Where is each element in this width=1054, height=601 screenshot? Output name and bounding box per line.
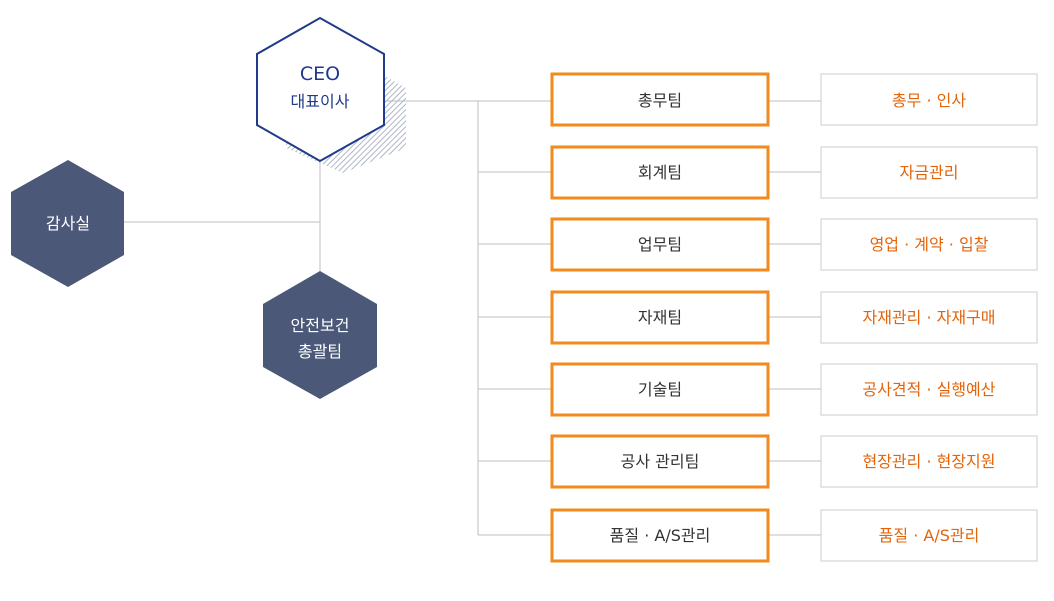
team-name: 공사 관리팀	[621, 452, 700, 471]
team-name: 회계팀	[638, 163, 682, 182]
team-row: 기술팀 공사견적 · 실행예산	[550, 362, 1038, 417]
duty-text: 자재관리 · 자재구매	[862, 308, 995, 327]
team-box	[550, 217, 770, 272]
duty-text: 영업 · 계약 · 입찰	[870, 235, 989, 254]
duty-text: 자금관리	[900, 163, 959, 182]
team-name: 기술팀	[638, 380, 682, 399]
team-row: 총무팀 총무 · 인사	[550, 72, 1038, 127]
ceo-node: CEO 대표이사	[256, 16, 406, 173]
team-row: 업무팀 영업 · 계약 · 입찰	[550, 217, 1038, 272]
safety-line2: 총괄팀	[298, 342, 342, 361]
duty-box	[820, 363, 1038, 416]
team-name: 업무팀	[638, 235, 682, 254]
team-row: 회계팀 자금관리	[550, 145, 1038, 200]
duty-box	[820, 218, 1038, 271]
duty-text: 총무 · 인사	[892, 91, 966, 110]
ceo-title: CEO	[300, 63, 340, 85]
team-box	[550, 290, 770, 345]
team-box	[550, 145, 770, 200]
duty-box	[820, 146, 1038, 199]
team-box	[550, 362, 770, 417]
duty-text: 공사견적 · 실행예산	[862, 380, 995, 399]
team-name: 총무팀	[638, 91, 682, 110]
team-row: 자재팀 자재관리 · 자재구매	[550, 290, 1038, 345]
duty-box	[820, 291, 1038, 344]
team-box	[550, 434, 770, 489]
duty-text: 현장관리 · 현장지원	[862, 452, 995, 471]
duty-box	[820, 73, 1038, 126]
audit-node: 감사실	[11, 160, 124, 287]
connector-lines	[124, 100, 822, 536]
team-row: 공사 관리팀 현장관리 · 현장지원	[550, 434, 1038, 489]
team-box	[550, 72, 770, 127]
team-box	[550, 508, 770, 563]
duty-text: 품질 · A/S관리	[879, 526, 980, 545]
team-name: 자재팀	[638, 308, 682, 327]
team-name: 품질 · A/S관리	[610, 526, 711, 545]
safety-node: 안전보건 총괄팀	[263, 271, 377, 399]
safety-line1: 안전보건	[291, 316, 350, 335]
duty-box	[820, 435, 1038, 488]
duty-box	[820, 509, 1038, 562]
safety-hex	[263, 271, 377, 399]
ceo-hex	[256, 16, 385, 163]
audit-label: 감사실	[46, 214, 90, 233]
ceo-subtitle: 대표이사	[291, 92, 350, 111]
team-row: 품질 · A/S관리 품질 · A/S관리	[550, 508, 1038, 563]
team-rows: 총무팀 총무 · 인사 회계팀 자금관리 업무팀 영업 · 계약 · 입찰 자재…	[550, 72, 1038, 563]
audit-hex	[11, 160, 124, 287]
